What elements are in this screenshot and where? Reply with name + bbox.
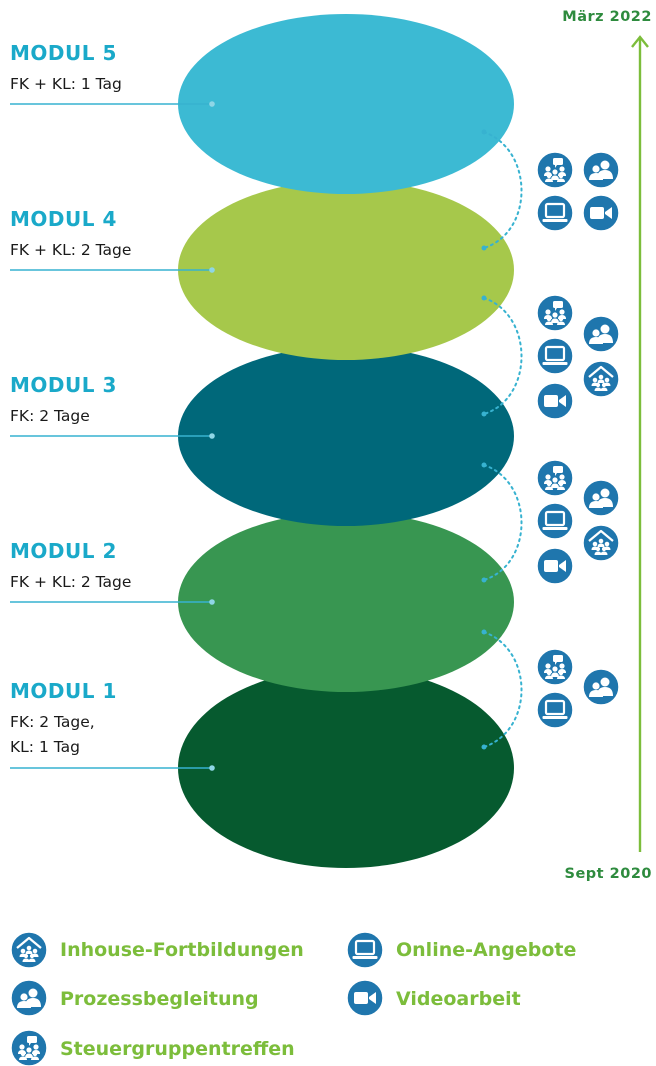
- connector-5-4: [483, 131, 523, 249]
- prozess-icon: [582, 479, 620, 517]
- connectors: [483, 131, 523, 748]
- prozess-icon: [10, 979, 48, 1017]
- steuergruppe-icon: [536, 151, 574, 189]
- timeline-arrow-icon: [631, 35, 649, 48]
- module-5-label: MODUL 5 FK + KL: 1 Tag: [10, 41, 215, 107]
- steuergruppe-icon: [536, 294, 574, 332]
- module-4-desc: FK + KL: 2 Tage: [10, 241, 131, 259]
- steuergruppe-icon: [536, 648, 574, 686]
- online-icon: [536, 691, 574, 729]
- video-icon: [346, 979, 384, 1017]
- timeline-end-label: März 2022: [562, 9, 652, 25]
- inhouse-icon: [10, 931, 48, 969]
- module-4-label: MODUL 4 FK + KL: 2 Tage: [10, 207, 215, 273]
- module-5-title: MODUL 5: [10, 41, 117, 65]
- video-icon: [536, 547, 574, 585]
- online-icon: [536, 194, 574, 232]
- inhouse-icon: [582, 360, 620, 398]
- prozess-icon: [582, 315, 620, 353]
- module-3-title: MODUL 3: [10, 373, 117, 397]
- legend: Inhouse-Fortbildungen Online-Angebote Pr…: [10, 931, 576, 1066]
- module-1-title: MODUL 1: [10, 679, 117, 703]
- legend-label-steuergruppe: Steuergruppentreffen: [60, 1038, 295, 1060]
- module-2-ellipse: [178, 512, 514, 692]
- video-icon: [536, 382, 574, 420]
- legend-item-steuergruppe: Steuergruppentreffen: [10, 1029, 295, 1066]
- steuergruppe-icon: [10, 1029, 48, 1066]
- module-1-desc-line1: FK: 2 Tage,: [10, 713, 95, 731]
- module-3-label: MODUL 3 FK: 2 Tage: [10, 373, 215, 439]
- inhouse-icon: [582, 524, 620, 562]
- legend-item-video: Videoarbeit: [346, 979, 521, 1017]
- module-3-desc: FK: 2 Tage: [10, 407, 90, 425]
- module-3-ellipse: [178, 346, 514, 526]
- connector-2-1: [483, 631, 523, 748]
- timeline-start-label: Sept 2020: [565, 866, 653, 882]
- video-icon: [582, 194, 620, 232]
- legend-label-online: Online-Angebote: [396, 939, 576, 961]
- module-1-desc-line2: KL: 1 Tag: [10, 738, 80, 756]
- prozess-icon: [582, 151, 620, 189]
- module-5-ellipse: [178, 14, 514, 194]
- steuergruppe-icon: [536, 459, 574, 497]
- legend-item-inhouse: Inhouse-Fortbildungen: [10, 931, 304, 969]
- module-4-ellipse: [178, 180, 514, 360]
- connector-4-3: [483, 297, 523, 415]
- legend-item-online: Online-Angebote: [346, 931, 576, 969]
- module-2-desc: FK + KL: 2 Tage: [10, 573, 131, 591]
- module-5-desc: FK + KL: 1 Tag: [10, 75, 122, 93]
- legend-item-prozess: Prozessbegleitung: [10, 979, 259, 1017]
- module-4-title: MODUL 4: [10, 207, 117, 231]
- module-1-label: MODUL 1 FK: 2 Tage, KL: 1 Tag: [10, 679, 215, 771]
- legend-label-video: Videoarbeit: [396, 988, 521, 1010]
- module-1-ellipse: [178, 668, 514, 868]
- online-icon: [346, 931, 384, 969]
- connector-dots: [481, 129, 487, 750]
- module-2-label: MODUL 2 FK + KL: 2 Tage: [10, 539, 215, 605]
- online-icon: [536, 502, 574, 540]
- online-icon: [536, 337, 574, 375]
- prozess-icon: [582, 668, 620, 706]
- legend-label-inhouse: Inhouse-Fortbildungen: [60, 939, 304, 961]
- activity-icons: [536, 151, 620, 729]
- connector-3-2: [483, 464, 523, 581]
- module-2-title: MODUL 2: [10, 539, 117, 563]
- legend-label-prozess: Prozessbegleitung: [60, 988, 259, 1010]
